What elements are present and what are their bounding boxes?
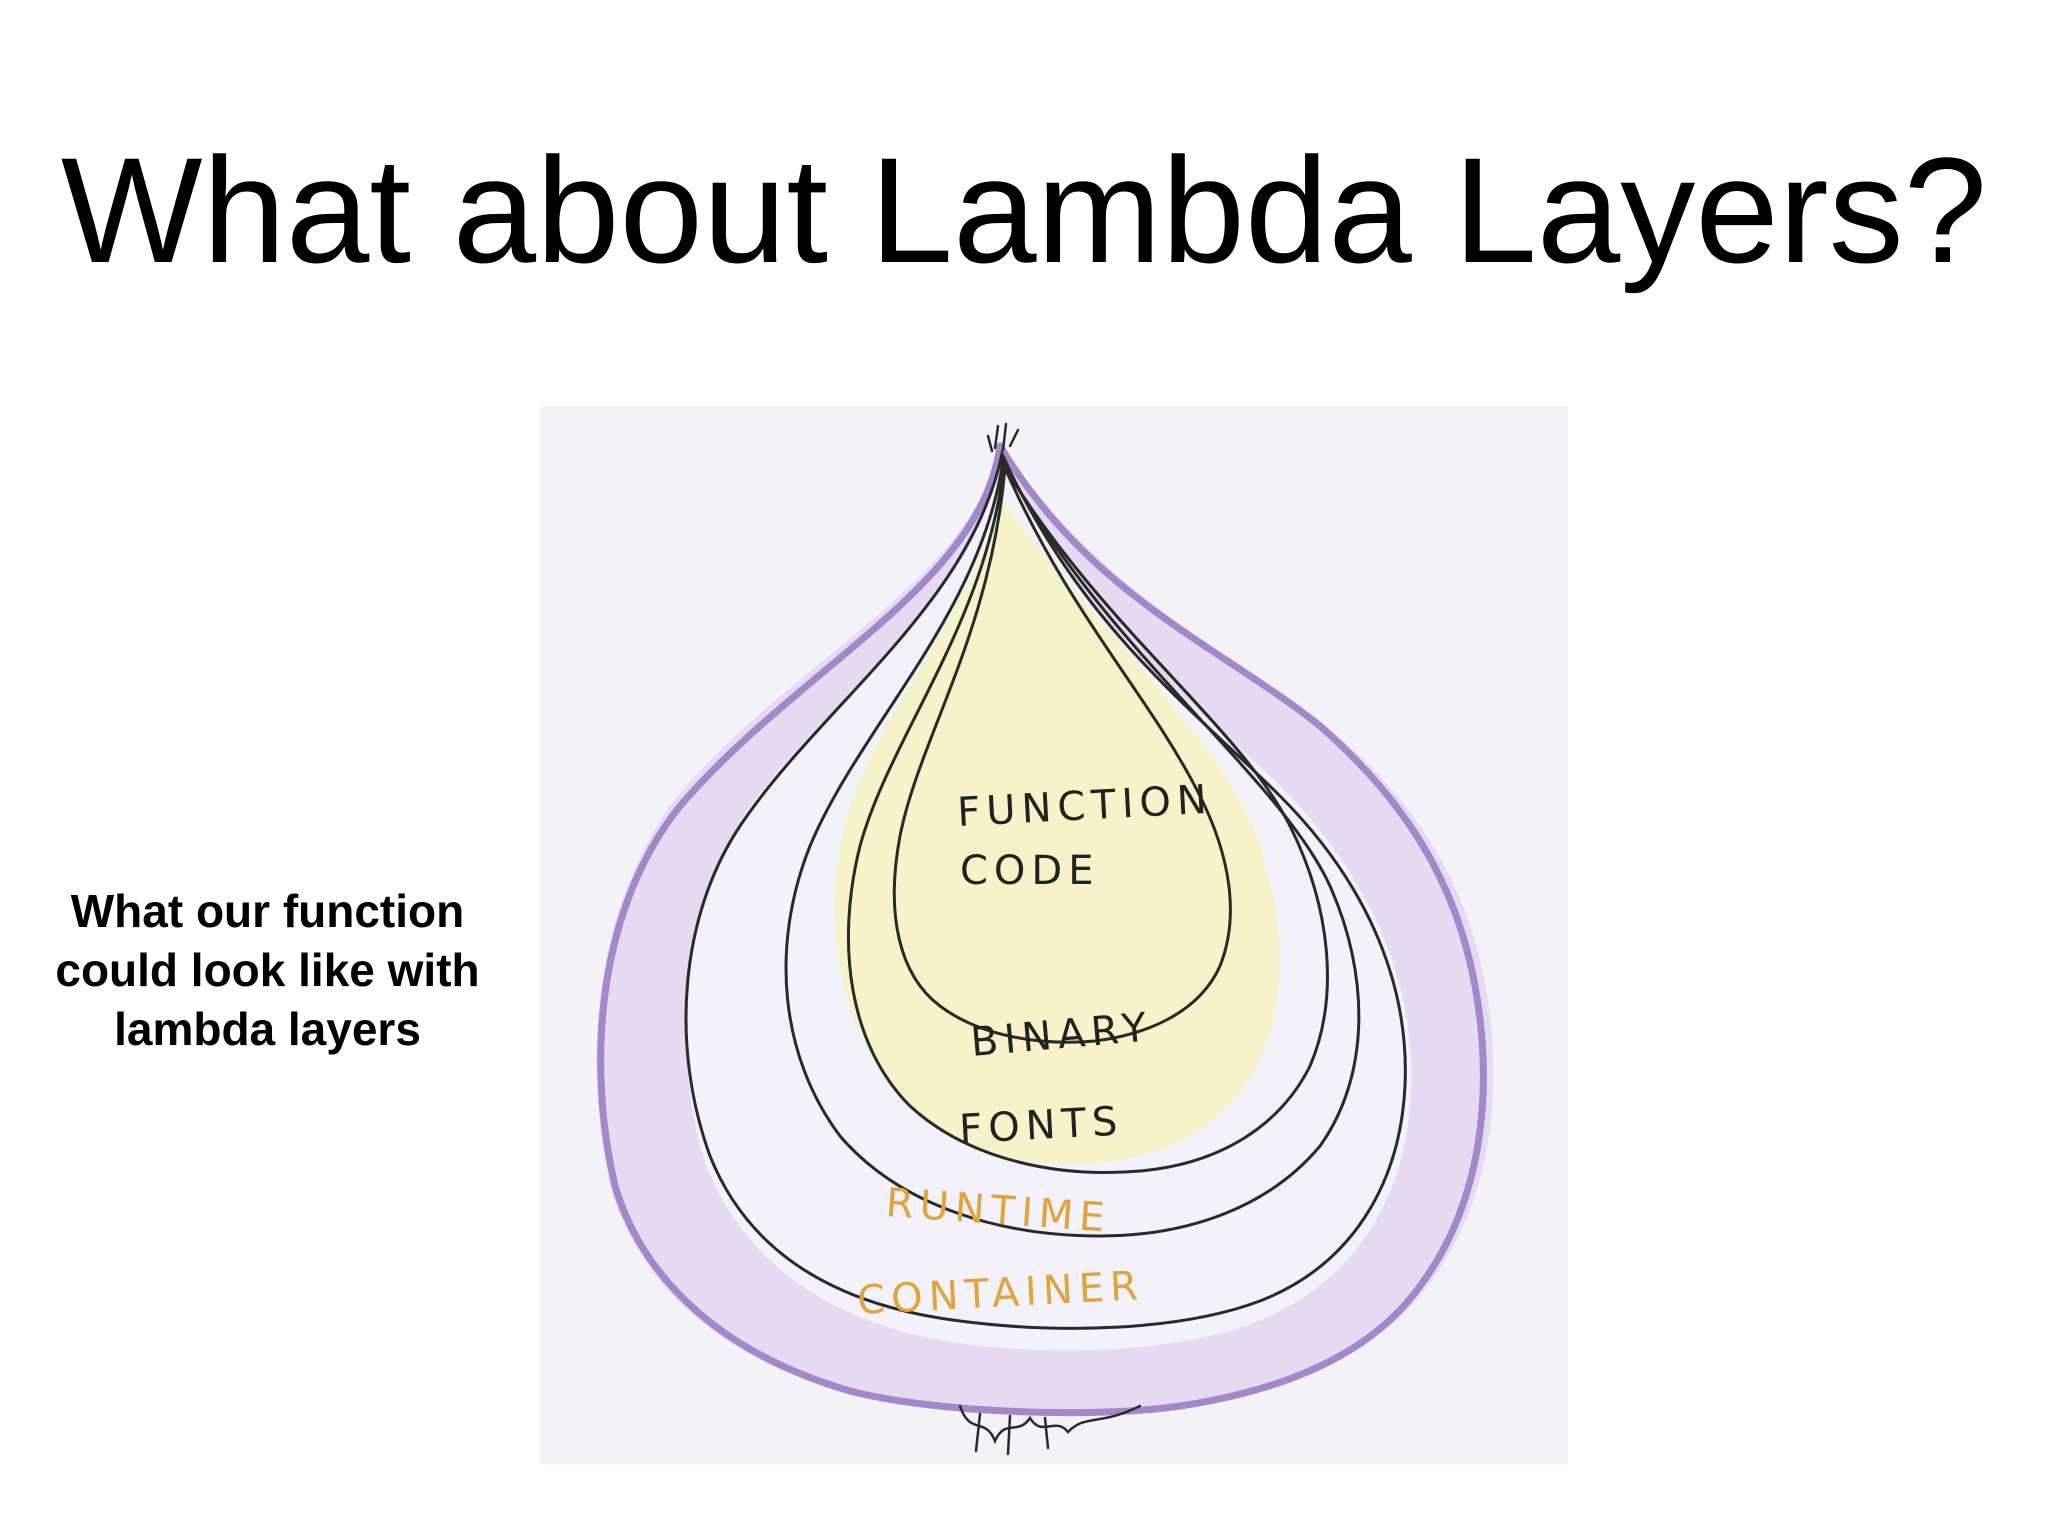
caption-line: lambda layers <box>114 1003 421 1055</box>
onion-illustration: FUNCTION CODE BINARY FONTS RUNTIME CONTA… <box>540 406 1568 1464</box>
runtime-layer-outline <box>684 449 1407 1330</box>
caption-line: could look like with <box>55 944 480 996</box>
function-code-label-line2: CODE <box>960 848 1100 894</box>
slide-title: What about Lambda Layers? <box>60 126 1988 294</box>
side-caption: What our function could look like with l… <box>30 882 505 1059</box>
onion-layers-diagram: FUNCTION CODE BINARY FONTS RUNTIME CONTA… <box>540 406 1568 1464</box>
fonts-label: FONTS <box>958 1098 1124 1153</box>
function-code-layer-outline <box>892 467 1232 1044</box>
fonts-layer-outline <box>784 456 1361 1238</box>
onion-roots <box>958 1404 1142 1456</box>
binary-layer-wash <box>834 496 1280 1165</box>
container-layer-outline <box>597 442 1487 1417</box>
onion-stem <box>986 422 1020 453</box>
binary-layer-outline <box>847 461 1329 1174</box>
caption-line: What our function <box>70 885 465 937</box>
